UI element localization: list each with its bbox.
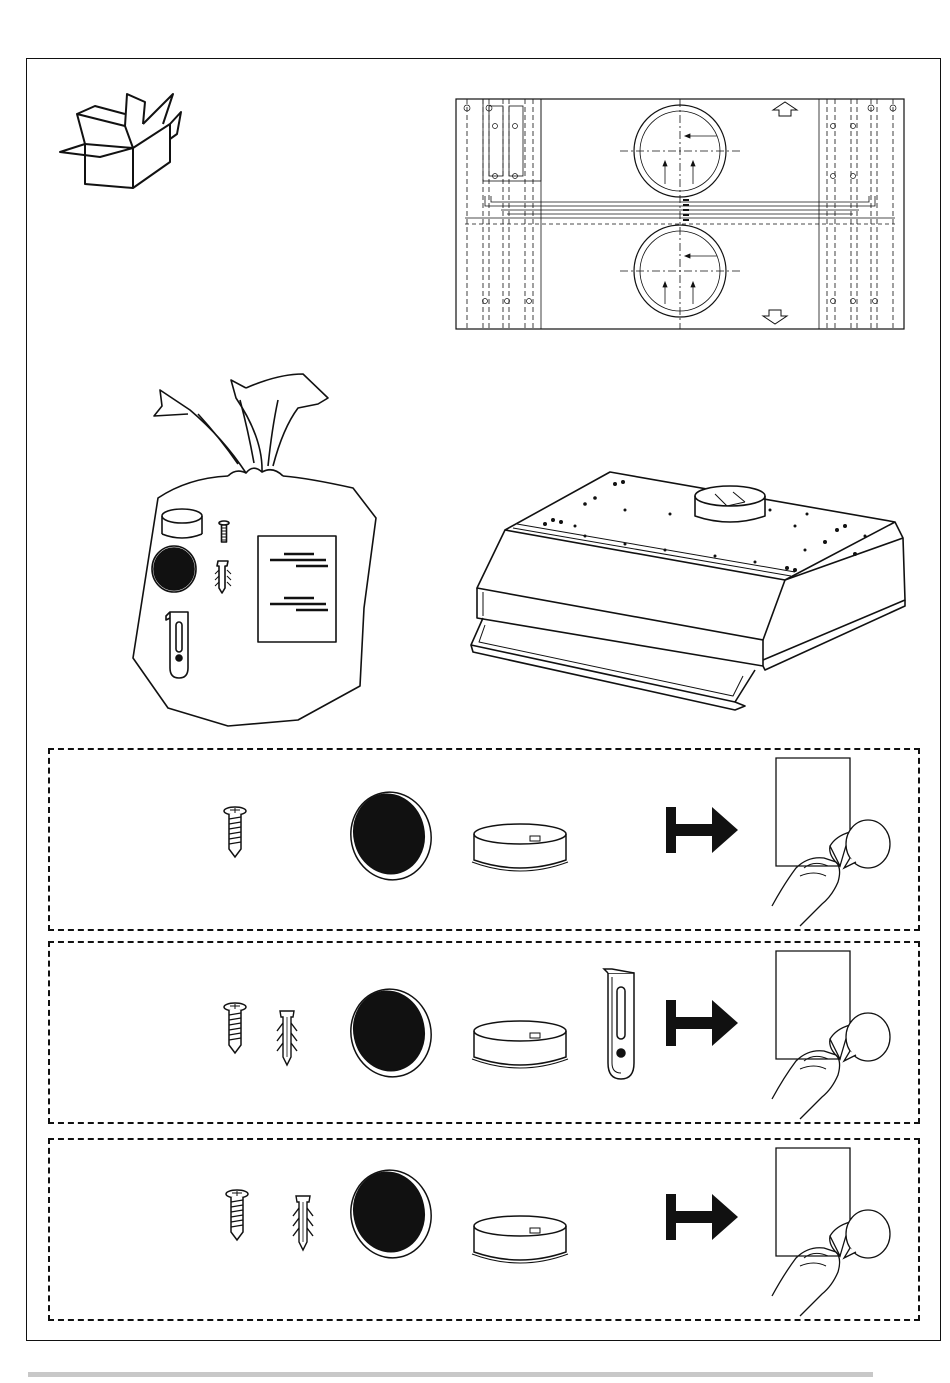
screw-icon — [222, 1188, 252, 1243]
cooker-hood-icon — [465, 470, 910, 720]
duct-collar-icon — [470, 822, 570, 878]
open-box-icon — [55, 84, 185, 190]
kit-option-3 — [48, 1138, 920, 1321]
wall-bracket-icon — [602, 967, 642, 1083]
screw-icon — [220, 1001, 250, 1056]
grease-filter-icon — [345, 1166, 435, 1261]
grease-filter-icon — [345, 985, 435, 1080]
arrow-right-icon — [664, 1192, 740, 1242]
manual-page-turn-icon — [770, 1146, 900, 1316]
footer-bar — [28, 1372, 873, 1377]
duct-collar-icon — [470, 1019, 570, 1075]
kit-option-2 — [48, 941, 920, 1124]
accessory-bag — [128, 368, 383, 728]
grease-filter-icon — [345, 788, 435, 883]
manual-page-turn-icon — [770, 949, 900, 1119]
drilling-template — [455, 96, 905, 331]
kit-option-1 — [48, 748, 920, 931]
screw-icon — [220, 805, 250, 860]
wall-plug-icon — [272, 1007, 302, 1077]
manual-page-turn-icon — [770, 756, 900, 926]
arrow-right-icon — [664, 998, 740, 1048]
arrow-right-icon — [664, 805, 740, 855]
duct-collar-icon — [470, 1214, 570, 1270]
wall-plug-icon — [288, 1192, 318, 1262]
